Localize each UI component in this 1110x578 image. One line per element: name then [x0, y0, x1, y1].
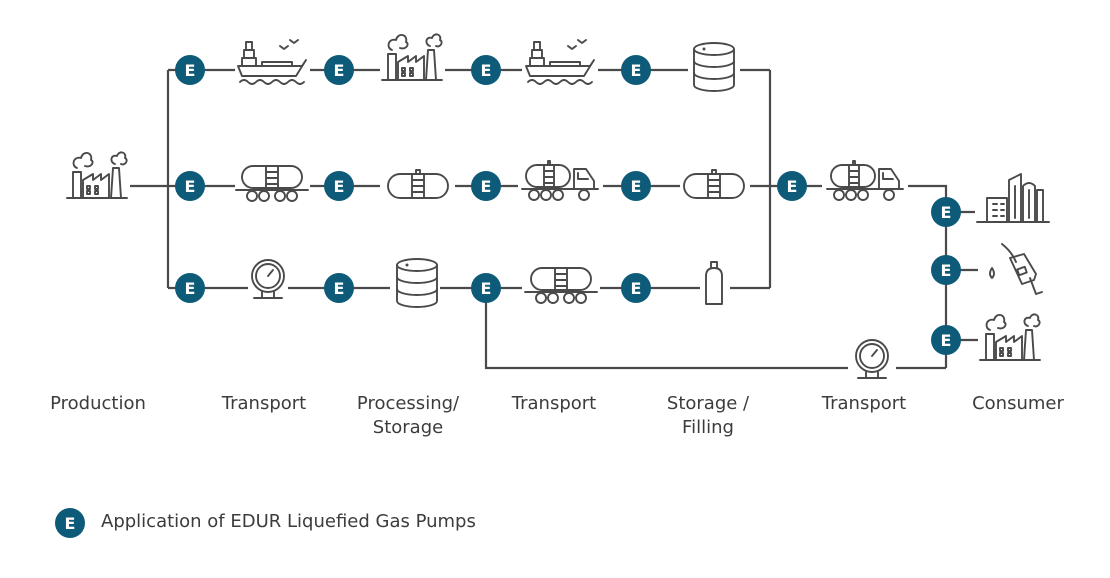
pump-marker: E	[621, 55, 651, 85]
stage-label-processing-storage: Processing/ Storage	[356, 393, 460, 438]
legend-marker: E	[55, 508, 85, 538]
pump-marker: E	[931, 197, 961, 227]
icons	[66, 33, 1050, 379]
svg-text:E: E	[185, 61, 196, 80]
pump-marker: E	[621, 171, 651, 201]
svg-text:E: E	[941, 261, 952, 280]
svg-text:E: E	[65, 514, 76, 533]
pump-marker: E	[777, 171, 807, 201]
svg-text:E: E	[334, 177, 345, 196]
svg-text:E: E	[334, 279, 345, 298]
svg-text:E: E	[481, 177, 492, 196]
svg-text:E: E	[185, 279, 196, 298]
pump-marker: E	[471, 55, 501, 85]
pump-marker: E	[324, 171, 354, 201]
stage-label-transport: Transport	[221, 393, 307, 414]
stage-label-transport: Transport	[821, 393, 907, 414]
pipeline-gauge-icon	[251, 259, 285, 299]
pipeline-gauge-icon	[855, 339, 889, 379]
svg-text:E: E	[481, 61, 492, 80]
svg-text:E: E	[631, 177, 642, 196]
city-buildings-icon	[976, 173, 1050, 223]
pump-markers: E E E E E E E E E E E E E E E E E	[55, 55, 961, 538]
pump-marker: E	[324, 55, 354, 85]
stage-label-transport: Transport	[511, 393, 597, 414]
pump-marker: E	[931, 325, 961, 355]
tank-truck-icon	[521, 160, 599, 201]
svg-text:E: E	[631, 279, 642, 298]
factory-icon	[381, 33, 443, 81]
storage-tank-icon	[693, 42, 735, 92]
flow-lines	[130, 68, 978, 370]
ship-icon	[525, 39, 595, 85]
pump-marker: E	[471, 171, 501, 201]
svg-text:E: E	[334, 61, 345, 80]
svg-text:E: E	[185, 177, 196, 196]
svg-text:E: E	[941, 331, 952, 350]
factory-icon	[979, 313, 1041, 361]
stage-label-production: Production	[50, 393, 146, 414]
svg-text:E: E	[787, 177, 798, 196]
horizontal-tank-icon	[387, 169, 449, 199]
horizontal-tank-icon	[683, 169, 745, 199]
factory-icon	[66, 151, 128, 199]
pump-marker: E	[324, 273, 354, 303]
pump-marker: E	[175, 171, 205, 201]
stage-label-storage-filling: Storage / Filling	[666, 393, 750, 438]
pump-marker: E	[175, 55, 205, 85]
svg-text:E: E	[631, 61, 642, 80]
tank-truck-icon	[826, 160, 904, 201]
stage-label-consumer: Consumer	[972, 393, 1064, 414]
pump-marker: E	[175, 273, 205, 303]
pump-marker: E	[931, 255, 961, 285]
ship-icon	[237, 39, 307, 85]
rail-tank-car-icon	[524, 267, 598, 304]
gas-cylinder-icon	[705, 261, 723, 305]
pump-marker: E	[471, 273, 501, 303]
svg-text:E: E	[481, 279, 492, 298]
pump-marker: E	[621, 273, 651, 303]
rail-tank-car-icon	[235, 165, 309, 202]
svg-text:E: E	[941, 203, 952, 222]
fuel-nozzle-icon	[989, 243, 1043, 295]
legend-text: Application of EDUR Liquefied Gas Pumps	[101, 511, 476, 532]
storage-tank-icon	[396, 258, 438, 308]
